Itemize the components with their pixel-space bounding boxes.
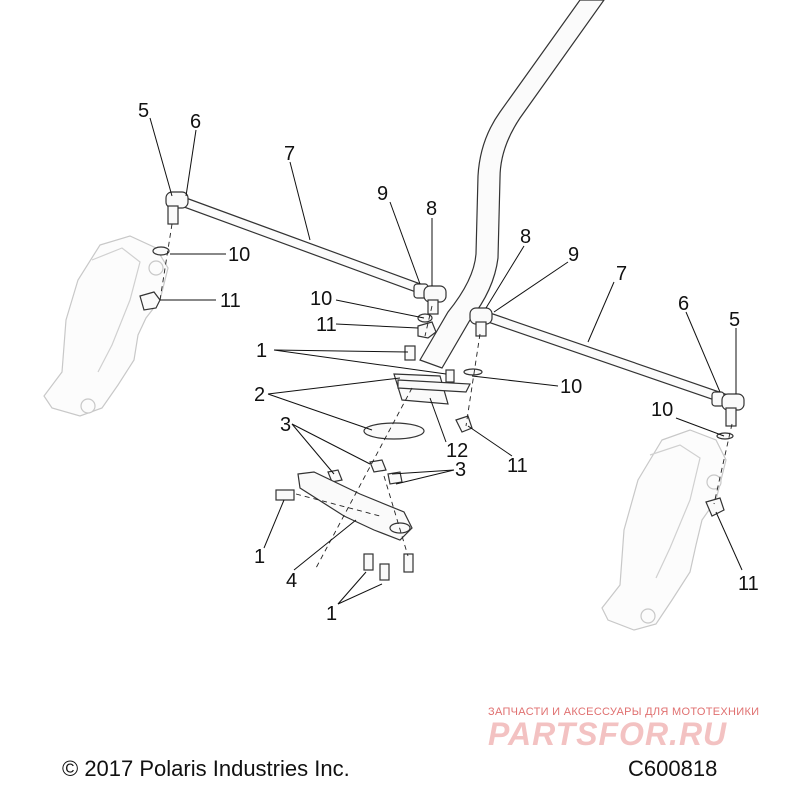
assembly-lines [159, 223, 733, 569]
callout-8-right: 8 [520, 226, 531, 248]
leader-lines [149, 117, 743, 605]
callout-1-left: 1 [254, 546, 265, 568]
copyright-text: © 2017 Polaris Industries Inc. [62, 756, 350, 781]
callout-11-right: 11 [738, 573, 759, 595]
callout-5-left: 5 [138, 100, 149, 122]
callout-6-right: 6 [678, 293, 689, 315]
callout-10-center: 10 [310, 288, 332, 310]
callout-1-upper: 1 [256, 340, 267, 362]
callout-1-bottom: 1 [326, 603, 337, 625]
drawing-id: C600818 [628, 756, 718, 781]
callout-7-left: 7 [284, 143, 295, 165]
callout-4: 4 [286, 570, 297, 592]
callout-9-right: 9 [568, 244, 579, 266]
callout-2: 2 [254, 384, 265, 406]
callout-7-right: 7 [616, 263, 627, 285]
bolts [275, 345, 455, 581]
callout-9-left: 9 [377, 183, 388, 205]
callout-labels: 5 6 7 9 8 10 11 10 11 8 9 7 6 5 1 10 2 1… [138, 100, 759, 625]
right-tie-rod [469, 307, 745, 427]
callout-10-left-upper: 10 [228, 244, 250, 266]
callout-6-left: 6 [190, 111, 201, 133]
left-knuckle [43, 235, 169, 417]
flange-plates [363, 373, 471, 440]
watermark-tagline: ЗАПЧАСТИ И АКСЕССУАРЫ ДЛЯ МОТОТЕХНИКИ [488, 706, 760, 718]
callout-10-center-right: 10 [560, 376, 582, 398]
callout-3-left: 3 [280, 414, 291, 436]
hardware [139, 246, 734, 517]
callout-12: 12 [446, 440, 468, 462]
callout-3-right: 3 [455, 459, 466, 481]
callout-11-center-low: 11 [507, 455, 528, 477]
steering-shaft [419, 0, 605, 369]
bracket [297, 471, 413, 541]
callout-11-left-upper: 11 [220, 290, 241, 312]
callout-8-left: 8 [426, 198, 437, 220]
watermark-logo: PARTSFOR.RU [488, 716, 728, 752]
callout-10-right: 10 [651, 399, 673, 421]
callout-11-center: 11 [316, 314, 337, 336]
callout-5-right: 5 [729, 309, 740, 331]
left-tie-rod [165, 191, 447, 315]
right-knuckle [601, 429, 727, 631]
